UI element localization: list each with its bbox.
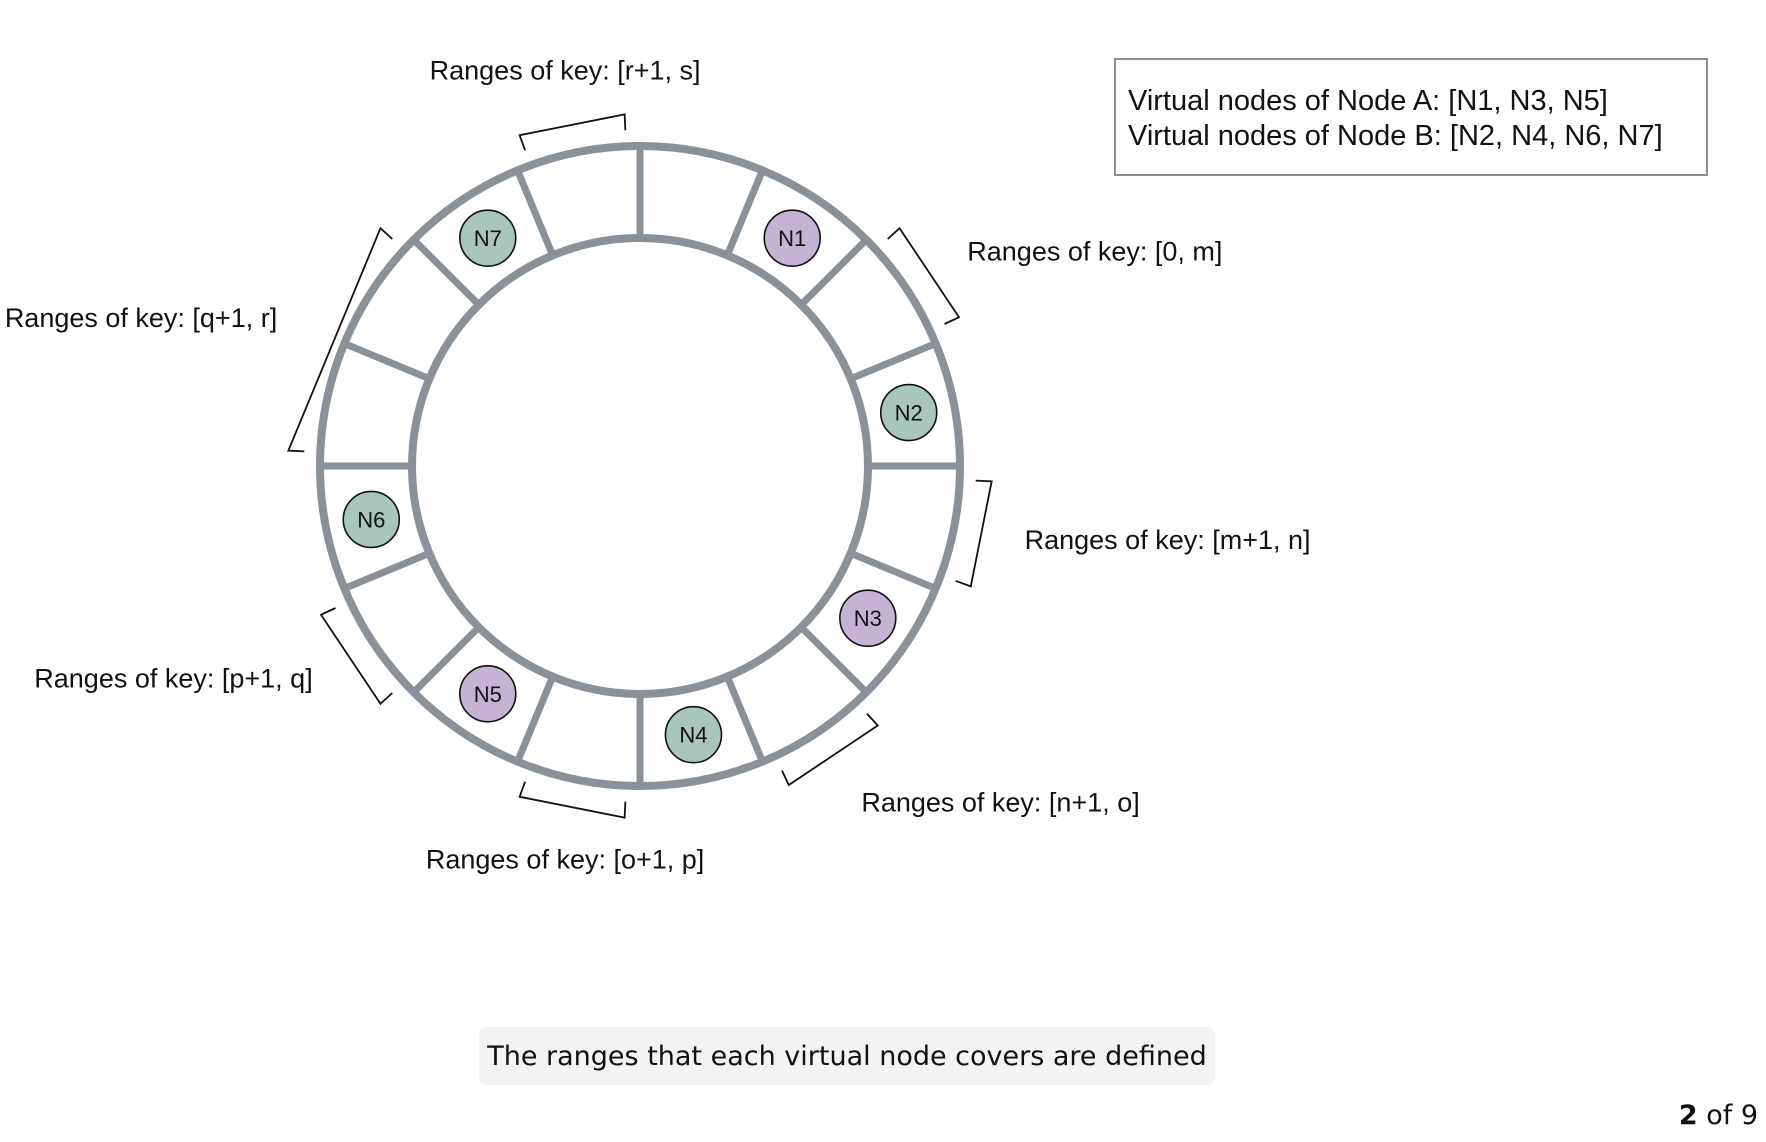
slide-caption: The ranges that each virtual node covers… [479,1027,1215,1085]
key-range-label: Ranges of key: [p+1, q] [34,663,312,693]
virtual-node-label: N3 [854,606,882,631]
ring-segment-divider [724,169,766,257]
virtual-node-circle [763,209,822,267]
key-range-bracket: Ranges of key: [n+1, o] [781,713,1140,817]
virtual-node-circle [342,490,401,549]
virtual-node-circle [458,665,517,723]
ring-segment-divider [411,237,482,308]
virtual-node-label: N1 [778,226,806,251]
ring-inner-circle [408,234,872,698]
key-range-bracket: Ranges of key: [m+1, n] [955,479,1311,588]
hash-ring [316,142,964,790]
virtual-node-n5: N5 [458,665,517,723]
ring-segment-divider [849,550,937,592]
key-range-bracket-line [781,713,880,787]
virtual-node-circle [879,383,938,442]
legend-node-b: Virtual nodes of Node B: [N2, N4, N6, N7… [1128,120,1663,152]
virtual-node-circle [839,589,897,648]
ring-segment-divider [798,237,869,308]
virtual-node-label: N6 [357,507,385,532]
key-range-bracket: Ranges of key: [o+1, p] [426,781,704,875]
virtual-node-label: N2 [895,401,923,426]
key-range-label: Ranges of key: [r+1, s] [430,55,701,85]
virtual-node-n4: N4 [664,705,723,764]
key-range-label: Ranges of key: [m+1, n] [1025,525,1311,555]
key-range-bracket-line [518,781,627,819]
ring-segment-divider [343,340,431,382]
key-range-bracket: Ranges of key: [q+1, r] [5,226,393,453]
virtual-node-n2: N2 [879,383,938,442]
virtual-node-circle [458,209,517,267]
current-page: 2 [1678,1100,1698,1131]
ring-segment-divider [514,675,556,763]
key-range-label: Ranges of key: [q+1, r] [5,303,277,333]
key-range-bracket-line [287,226,393,453]
key-range-label: Ranges of key: [o+1, p] [426,845,704,875]
key-range-bracket-line [518,113,627,151]
ring-segment-divider [343,550,431,592]
virtual-node-n3: N3 [839,589,897,648]
key-range-brackets: Ranges of key: [0, m] Ranges of key: [m+1… [5,55,1311,874]
virtual-node-label: N5 [474,682,502,707]
key-range-bracket: Ranges of key: [r+1, s] [430,55,701,151]
key-range-bracket-line [955,479,993,588]
ring-segment-divider [849,340,937,382]
virtual-node-n1: N1 [763,209,822,267]
virtual-node-label: N7 [474,226,502,251]
ring-segment-divider [514,169,556,257]
ring-segment-divider [798,624,869,695]
key-range-label: Ranges of key: [0, m] [967,237,1222,267]
ring-segment-divider [411,624,482,695]
virtual-node-circle [664,705,723,764]
virtual-node-n6: N6 [342,490,401,549]
key-range-label: Ranges of key: [n+1, o] [861,787,1139,817]
ring-segment-divider [724,675,766,763]
key-range-bracket-line [887,226,961,325]
page-total: of 9 [1697,1100,1758,1131]
key-range-bracket: Ranges of key: [0, m] [887,226,1222,325]
page-indicator: 2 of 9 [1679,1100,1758,1131]
legend-node-a: Virtual nodes of Node A: [N1, N3, N5] [1128,85,1608,117]
legend-box: Virtual nodes of Node A: [N1, N3, N5] Vi… [1114,58,1708,176]
key-range-bracket: Ranges of key: [p+1, q] [34,607,393,706]
virtual-node-label: N4 [679,723,707,748]
virtual-node-n7: N7 [458,209,517,267]
key-range-bracket-line [319,607,393,706]
